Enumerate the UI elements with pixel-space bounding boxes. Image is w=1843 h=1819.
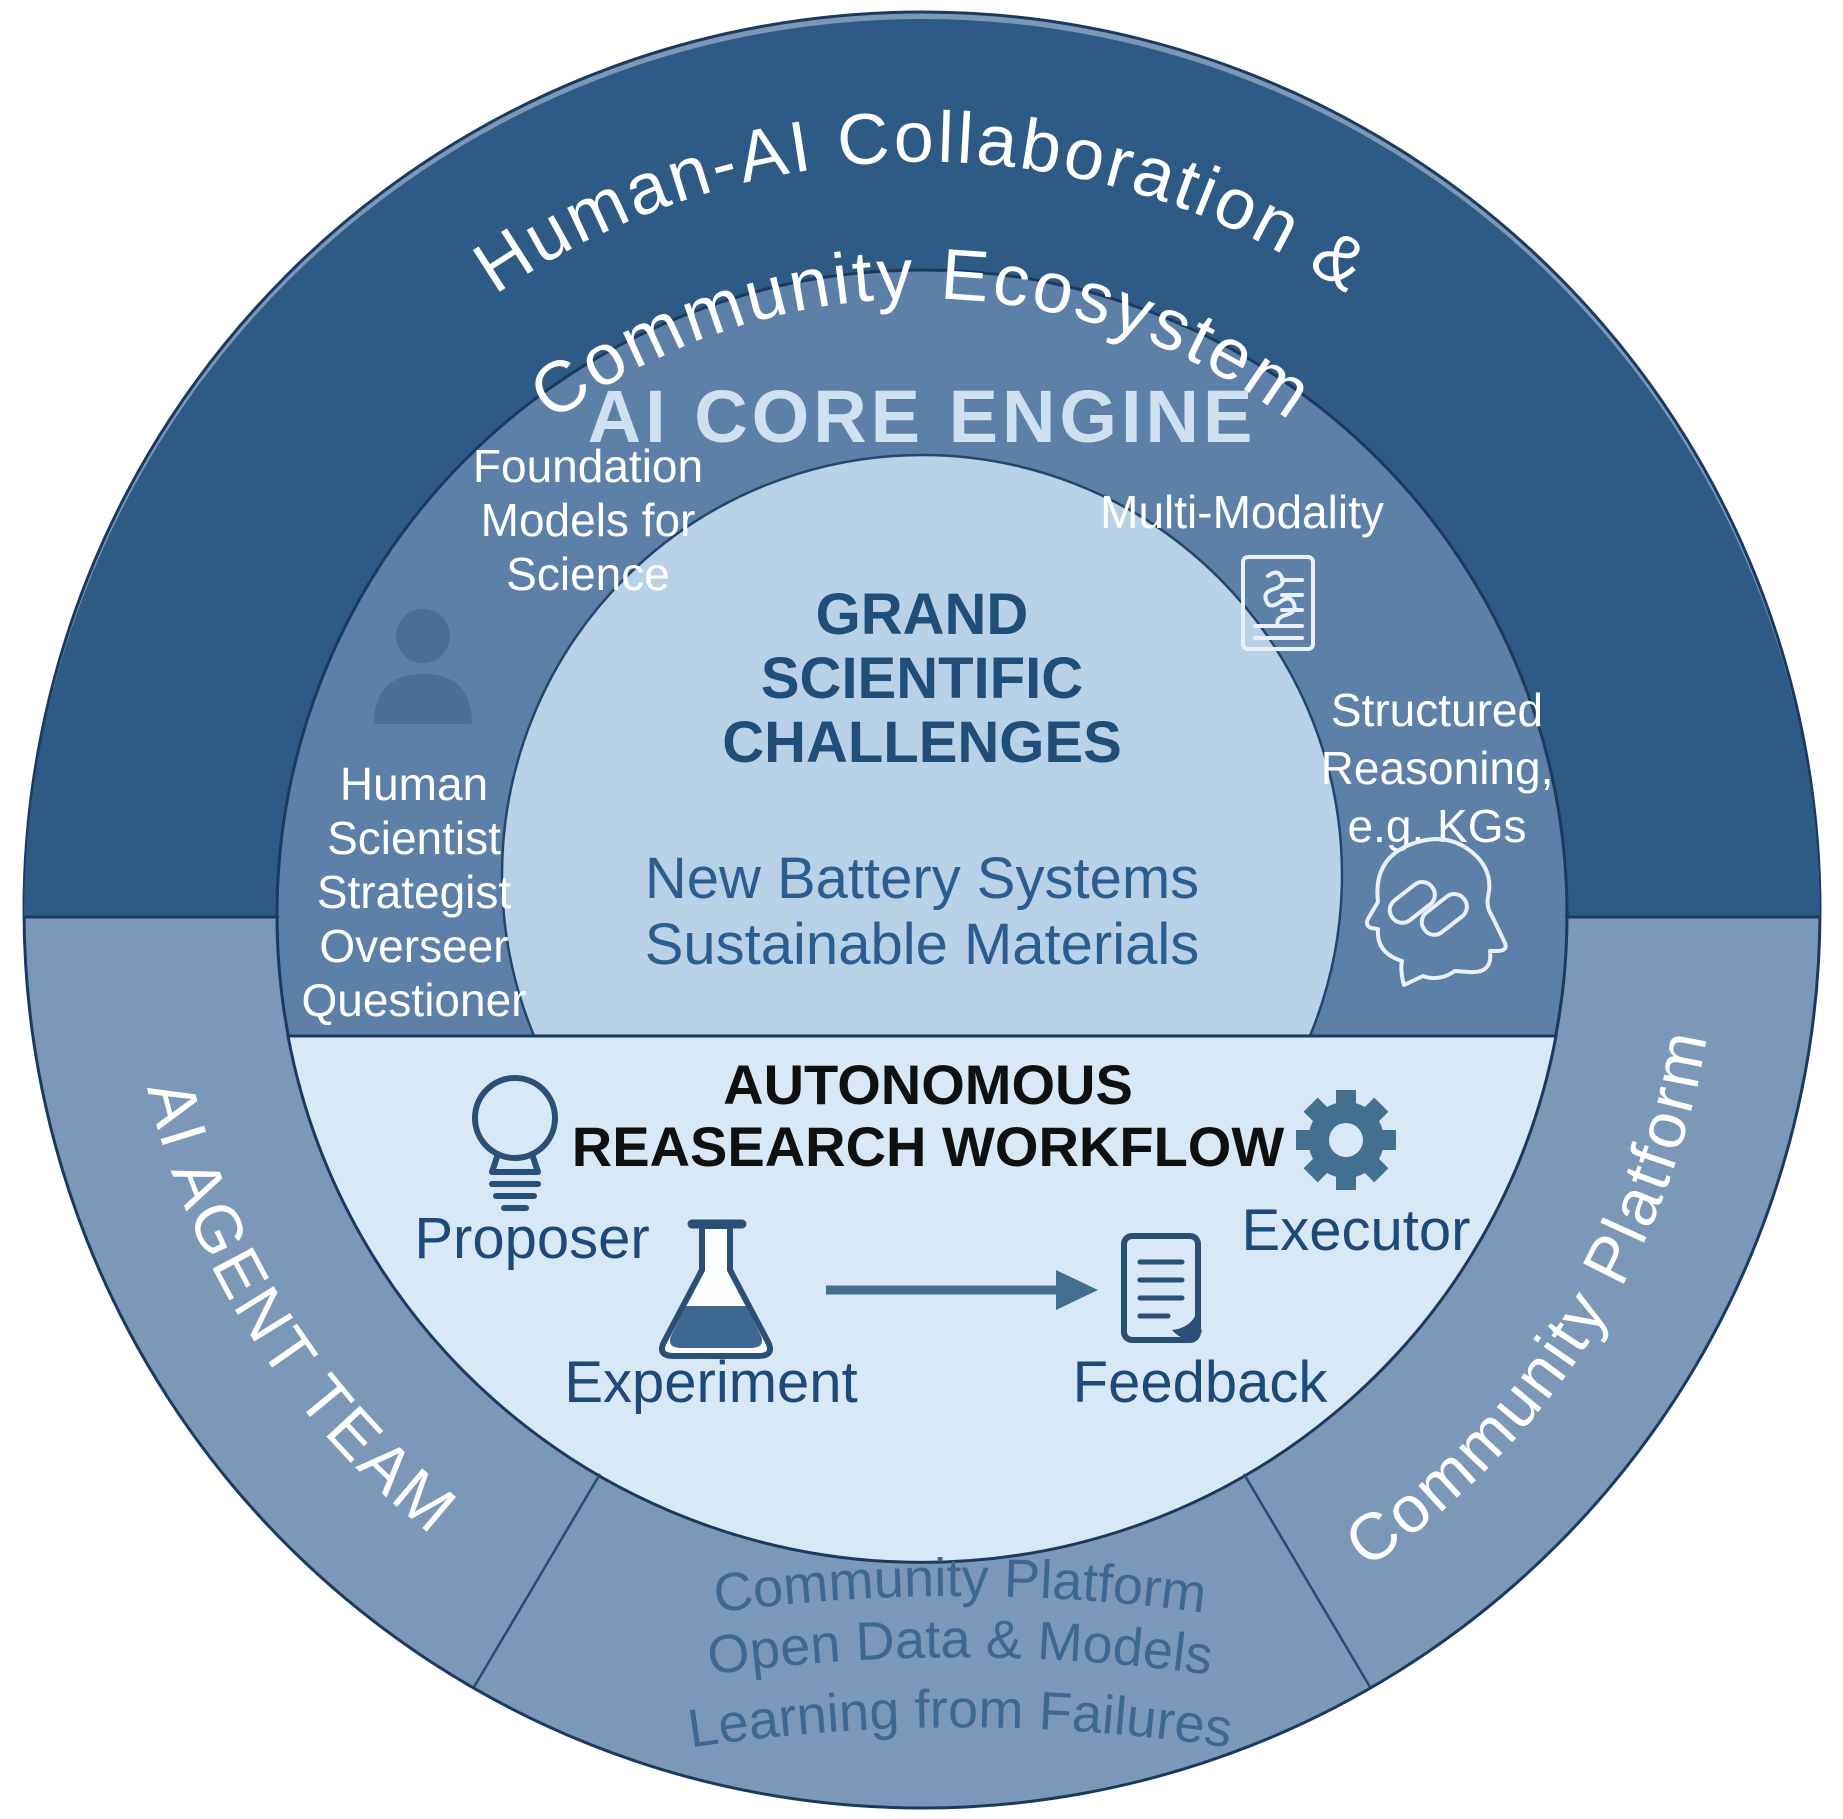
multi-modality-label: Multi-Modality xyxy=(1100,486,1384,538)
structured-reasoning-line3: e.g. KGs xyxy=(1348,800,1527,852)
human-roles-line3: Strategist xyxy=(317,866,512,918)
document-feedback-icon xyxy=(1121,1233,1202,1343)
workflow-segment xyxy=(286,1034,1558,1564)
human-roles-line2: Scientist xyxy=(327,812,501,864)
lightbulb-icon xyxy=(472,1075,558,1211)
grand-title-line3: CHALLENGES xyxy=(722,710,1122,775)
challenge-materials: Sustainable Materials xyxy=(645,912,1200,977)
challenge-battery: New Battery Systems xyxy=(645,846,1199,911)
human-roles-line5: Questioner xyxy=(301,974,526,1026)
flask-icon xyxy=(659,1219,773,1359)
foundation-models-line1: Foundation xyxy=(473,440,703,492)
structured-reasoning-line2: Reasoning, xyxy=(1321,742,1554,794)
experiment-label: Experiment xyxy=(564,1350,857,1415)
grand-title-line1: GRAND xyxy=(816,582,1029,647)
executor-label: Executor xyxy=(1242,1198,1471,1263)
grand-title-line2: SCIENTIFIC xyxy=(761,646,1083,711)
document-lines-icon xyxy=(1241,555,1315,651)
feedback-label: Feedback xyxy=(1073,1350,1329,1415)
foundation-models-line3: Science xyxy=(506,548,670,600)
human-roles-line1: Human xyxy=(340,758,488,810)
person-icon xyxy=(374,609,472,724)
workflow-title-line1: AUTONOMOUS xyxy=(723,1053,1133,1116)
arrow-right-icon xyxy=(826,1270,1098,1310)
brain-knowledge-graph-icon xyxy=(1364,837,1508,987)
structured-reasoning-line1: Structured xyxy=(1331,684,1543,736)
bottom-ring-divider-right xyxy=(1242,1473,1372,1688)
foundation-models-line2: Models for xyxy=(481,494,696,546)
workflow-title-line2: REASEARCH WORKFLOW xyxy=(572,1115,1285,1178)
ai-core-engine-title: AI CORE ENGINE xyxy=(588,375,1257,458)
human-roles-line4: Overseer xyxy=(319,920,508,972)
gear-icon xyxy=(1296,1090,1396,1190)
bottom-ring-divider-left xyxy=(472,1473,602,1688)
proposer-label: Proposer xyxy=(414,1206,649,1271)
